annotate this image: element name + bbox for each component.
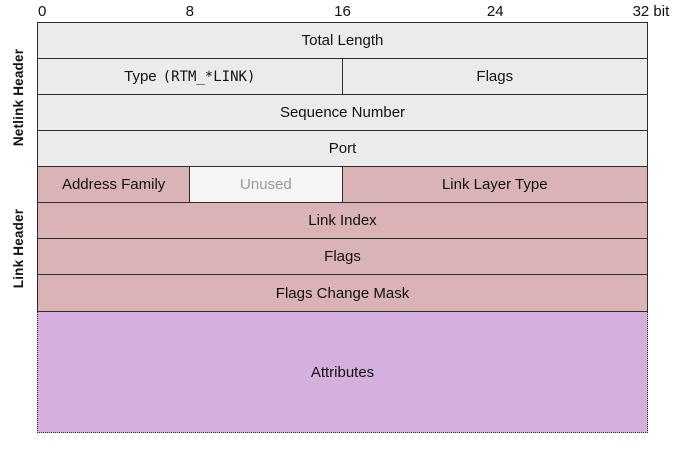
- field-type-code: (RTM_*LINK): [162, 68, 256, 85]
- row-link-index: Link Index: [38, 203, 647, 239]
- bit-scale-tick-16: 16: [334, 3, 351, 20]
- row-total-length: Total Length: [38, 23, 647, 59]
- bit-scale: 0 8 16 24 32 bit: [37, 0, 669, 22]
- row-link-flags: Flags: [38, 239, 647, 275]
- row-sequence-number: Sequence Number: [38, 95, 647, 131]
- field-unused: Unused: [190, 167, 343, 202]
- field-flags-change-mask: Flags Change Mask: [38, 275, 647, 311]
- field-port: Port: [38, 131, 647, 166]
- field-link-flags: Flags: [38, 239, 647, 274]
- row-flags-change-mask: Flags Change Mask: [38, 275, 647, 311]
- field-netlink-flags: Flags: [342, 59, 647, 94]
- row-type-flags: Type (RTM_*LINK) Flags: [38, 59, 647, 95]
- netlink-header-section-label: Netlink Header: [11, 48, 26, 147]
- field-type: Type (RTM_*LINK): [38, 59, 343, 94]
- field-attributes: Attributes: [37, 312, 648, 433]
- bit-scale-tick-0: 0: [38, 3, 47, 20]
- bit-scale-tick-8: 8: [185, 3, 194, 20]
- header-rows: Total Length Type (RTM_*LINK) Flags Sequ…: [37, 22, 648, 312]
- field-table: Total Length Type (RTM_*LINK) Flags Sequ…: [37, 22, 648, 433]
- field-type-label: Type: [124, 68, 157, 85]
- link-header-section-label: Link Header: [11, 208, 27, 289]
- field-link-index: Link Index: [38, 203, 647, 238]
- bit-scale-tick-24: 24: [486, 3, 504, 20]
- field-sequence-number: Sequence Number: [38, 95, 647, 130]
- row-port: Port: [38, 131, 647, 167]
- field-address-family: Address Family: [38, 167, 191, 202]
- field-link-layer-type: Link Layer Type: [342, 167, 647, 202]
- field-total-length: Total Length: [38, 23, 647, 58]
- section-label-gutter: Netlink Header Link Header: [0, 22, 37, 324]
- bit-scale-tick-32: 32 bit: [632, 3, 670, 20]
- row-family-unused-lltype: Address Family Unused Link Layer Type: [38, 167, 647, 203]
